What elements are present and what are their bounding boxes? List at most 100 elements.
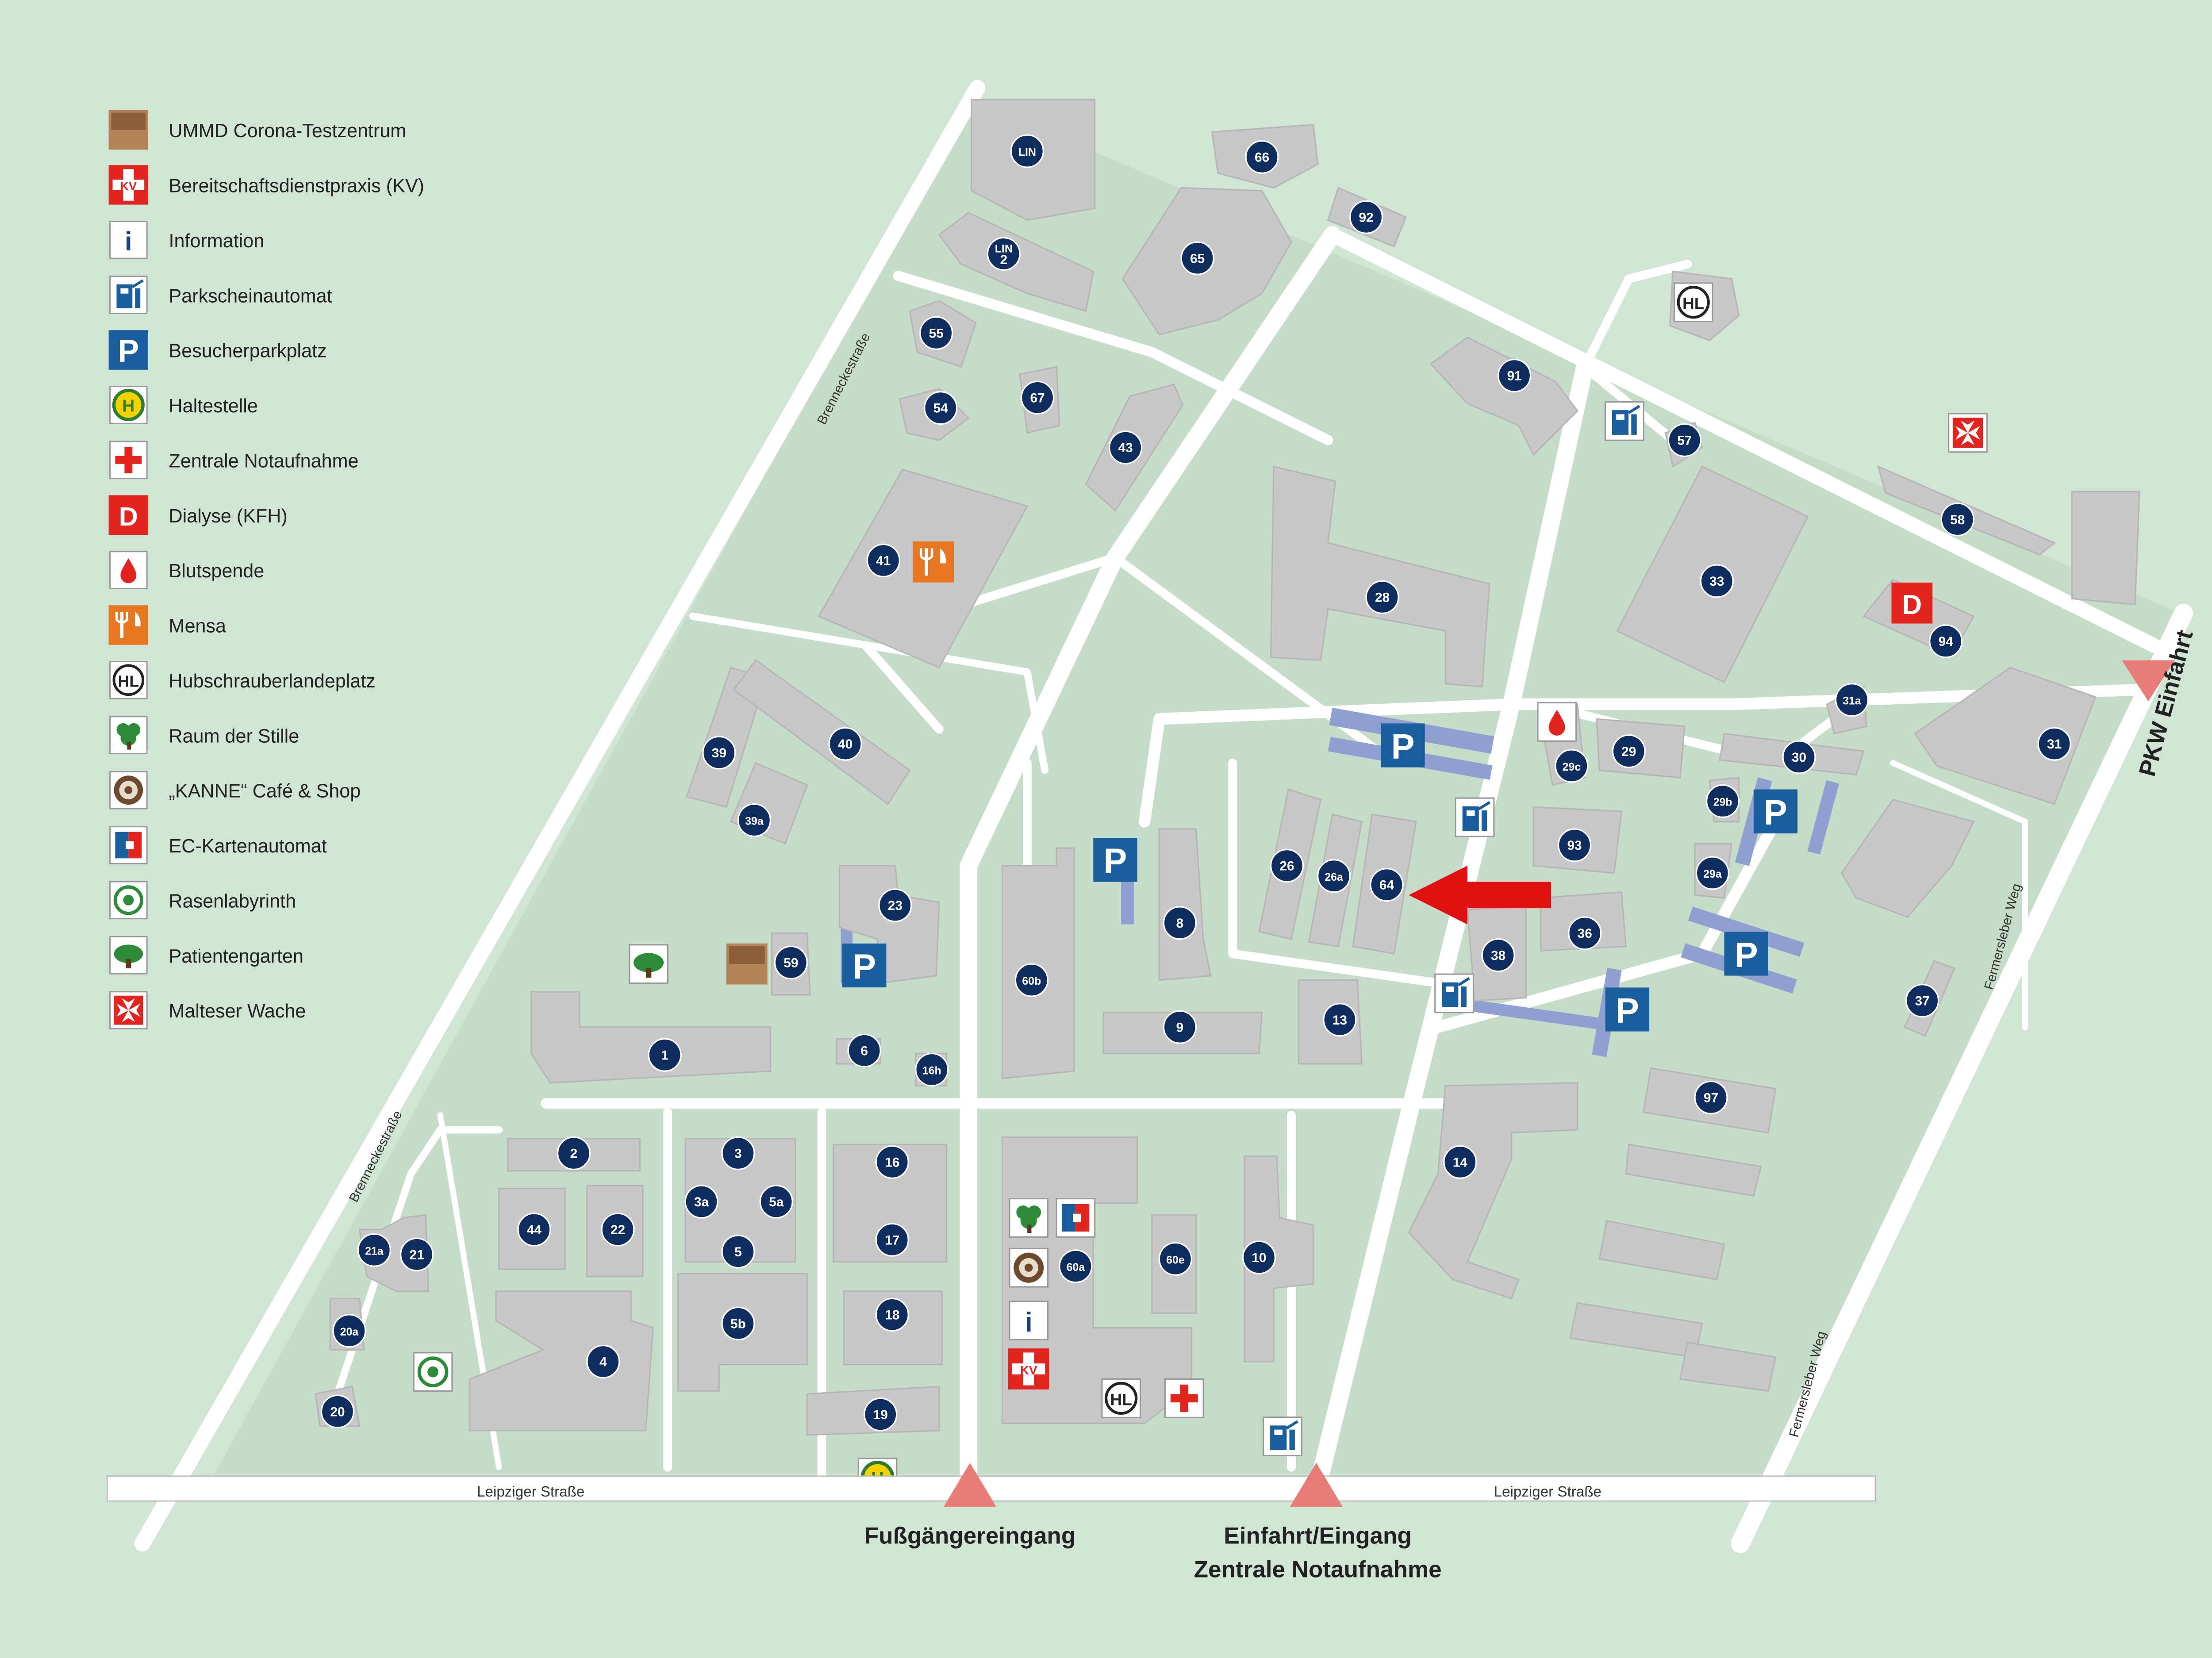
- legend-item: „KANNE“ Café & Shop: [109, 771, 361, 810]
- legend-label: Mensa: [169, 616, 226, 637]
- building-marker-label: 16h: [922, 1065, 941, 1077]
- legend-label: UMMD Corona-Testzentrum: [169, 120, 407, 142]
- building-marker: 40: [828, 727, 862, 761]
- building-marker-label: 28: [1375, 591, 1390, 605]
- blood-donation-icon: [109, 551, 148, 589]
- building-marker: 43: [1108, 430, 1143, 464]
- quiet-room-icon: [109, 716, 148, 755]
- building-marker: 26a: [1317, 859, 1351, 893]
- legend: UMMD Corona-TestzentrumBereitschaftsdien…: [109, 110, 424, 1029]
- building-marker: 20a: [332, 1314, 366, 1348]
- building-marker-label: 55: [929, 326, 944, 341]
- building-marker: 33: [1700, 564, 1734, 598]
- road-pkw-entrance: [1731, 603, 2193, 1553]
- building-marker-label: 29c: [1563, 761, 1581, 773]
- building-marker-label: 5a: [769, 1195, 784, 1209]
- mensa-icon: [913, 541, 954, 583]
- bus-stop-icon: [110, 387, 147, 424]
- legend-item: Zentrale Notaufnahme: [109, 441, 359, 480]
- mensa-icon: [109, 605, 149, 645]
- parking-meter-icon: [1605, 402, 1644, 441]
- building-marker-label: 5b: [730, 1316, 746, 1331]
- building-marker: 16h: [915, 1052, 949, 1087]
- building-marker: 18: [875, 1297, 909, 1332]
- building-marker: 6: [847, 1033, 881, 1067]
- emergency-entrance-marker: [1290, 1462, 1343, 1507]
- building-marker: 26: [1270, 848, 1304, 883]
- building-marker-label: 13: [1333, 1013, 1347, 1028]
- location-arrow: [1409, 865, 1551, 925]
- parking-icon: [1093, 837, 1137, 882]
- building-marker-label: 14: [1453, 1155, 1468, 1170]
- building-marker: 17: [875, 1223, 909, 1257]
- building-marker-label: 60e: [1166, 1254, 1184, 1266]
- building-marker: 5: [721, 1235, 755, 1269]
- building-marker-label: 60b: [1022, 975, 1041, 987]
- labyrinth-icon: [414, 1353, 452, 1391]
- building-marker: LIN: [1010, 134, 1045, 168]
- building-marker-label: 65: [1190, 251, 1205, 266]
- building-marker-label: 20a: [340, 1326, 359, 1338]
- legend-label: „KANNE“ Café & Shop: [169, 781, 361, 802]
- building-marker-label: 41: [876, 554, 891, 568]
- road-main-avenue: [960, 226, 1341, 1484]
- cafe-icon: [1009, 1247, 1049, 1288]
- building-marker-label: 31: [2047, 737, 2062, 752]
- building-marker-label: 97: [1704, 1091, 1718, 1105]
- building-marker-label: 1: [661, 1048, 668, 1063]
- building-marker: 5a: [759, 1185, 793, 1219]
- legend-label: Haltestelle: [169, 395, 258, 417]
- building-marker: 39a: [737, 803, 772, 837]
- building-marker-label: 66: [1255, 150, 1269, 165]
- building-marker-label: 26a: [1325, 871, 1343, 883]
- helipad-icon: [110, 662, 147, 699]
- patient-garden-icon: [109, 936, 148, 975]
- legend-label: Information: [169, 230, 265, 252]
- parking-icon: [842, 943, 887, 988]
- building-marker: 29b: [1705, 784, 1740, 818]
- legend-label: Zentrale Notaufnahme: [169, 450, 359, 472]
- building-marker-label: 94: [1939, 634, 1954, 649]
- legend-item: EC-Kartenautomat: [109, 826, 327, 864]
- ec-atm-icon: [1056, 1198, 1096, 1238]
- emergency-icon: [1164, 1378, 1204, 1418]
- building-marker: 60e: [1158, 1242, 1193, 1276]
- building-marker-label: 33: [1709, 574, 1724, 589]
- dialysis-icon: [1891, 582, 1933, 624]
- building-marker-label: 26: [1279, 859, 1294, 874]
- cafe-icon: [109, 771, 148, 810]
- maltese-icon: [1948, 413, 1988, 453]
- building-marker-label: 54: [933, 401, 949, 416]
- building-marker-label: 8: [1176, 916, 1184, 931]
- building-marker: 19: [864, 1397, 898, 1432]
- building-marker: 1: [648, 1038, 682, 1072]
- building-marker: 29c: [1555, 749, 1589, 783]
- building-marker: 29: [1612, 734, 1646, 768]
- building-marker: 41: [866, 543, 900, 578]
- parking-icon: [108, 330, 149, 370]
- building-marker-label: 2: [570, 1147, 578, 1161]
- building-marker-label: 29b: [1713, 796, 1732, 809]
- legend-label: Raum der Stille: [169, 725, 300, 747]
- parking-meter-icon: [1435, 974, 1474, 1013]
- building-marker: 4: [586, 1344, 620, 1379]
- building-marker-label: LIN: [1018, 146, 1036, 158]
- legend-label: EC-Kartenautomat: [169, 836, 327, 857]
- legend-item: Patientengarten: [109, 936, 303, 975]
- building-marker-label: 39: [712, 746, 726, 760]
- legend-label: Bereitschaftsdienstpraxis (KV): [169, 176, 424, 197]
- building-marker-label: 91: [1507, 369, 1521, 384]
- dialysis-icon: [108, 495, 149, 535]
- legend-label: Blutspende: [169, 560, 265, 582]
- building-marker-label: 37: [1915, 994, 1930, 1009]
- information-icon: [109, 221, 148, 259]
- building-marker-label: 17: [885, 1233, 899, 1247]
- legend-label: Parkscheinautomat: [169, 285, 332, 307]
- building-marker-label: 30: [1792, 750, 1806, 765]
- parking-meter-icon: [110, 276, 147, 314]
- labyrinth-icon: [110, 882, 147, 919]
- legend-item: Malteser Wache: [109, 991, 306, 1029]
- building-marker: 31: [2037, 727, 2071, 761]
- building-marker: 8: [1163, 906, 1197, 940]
